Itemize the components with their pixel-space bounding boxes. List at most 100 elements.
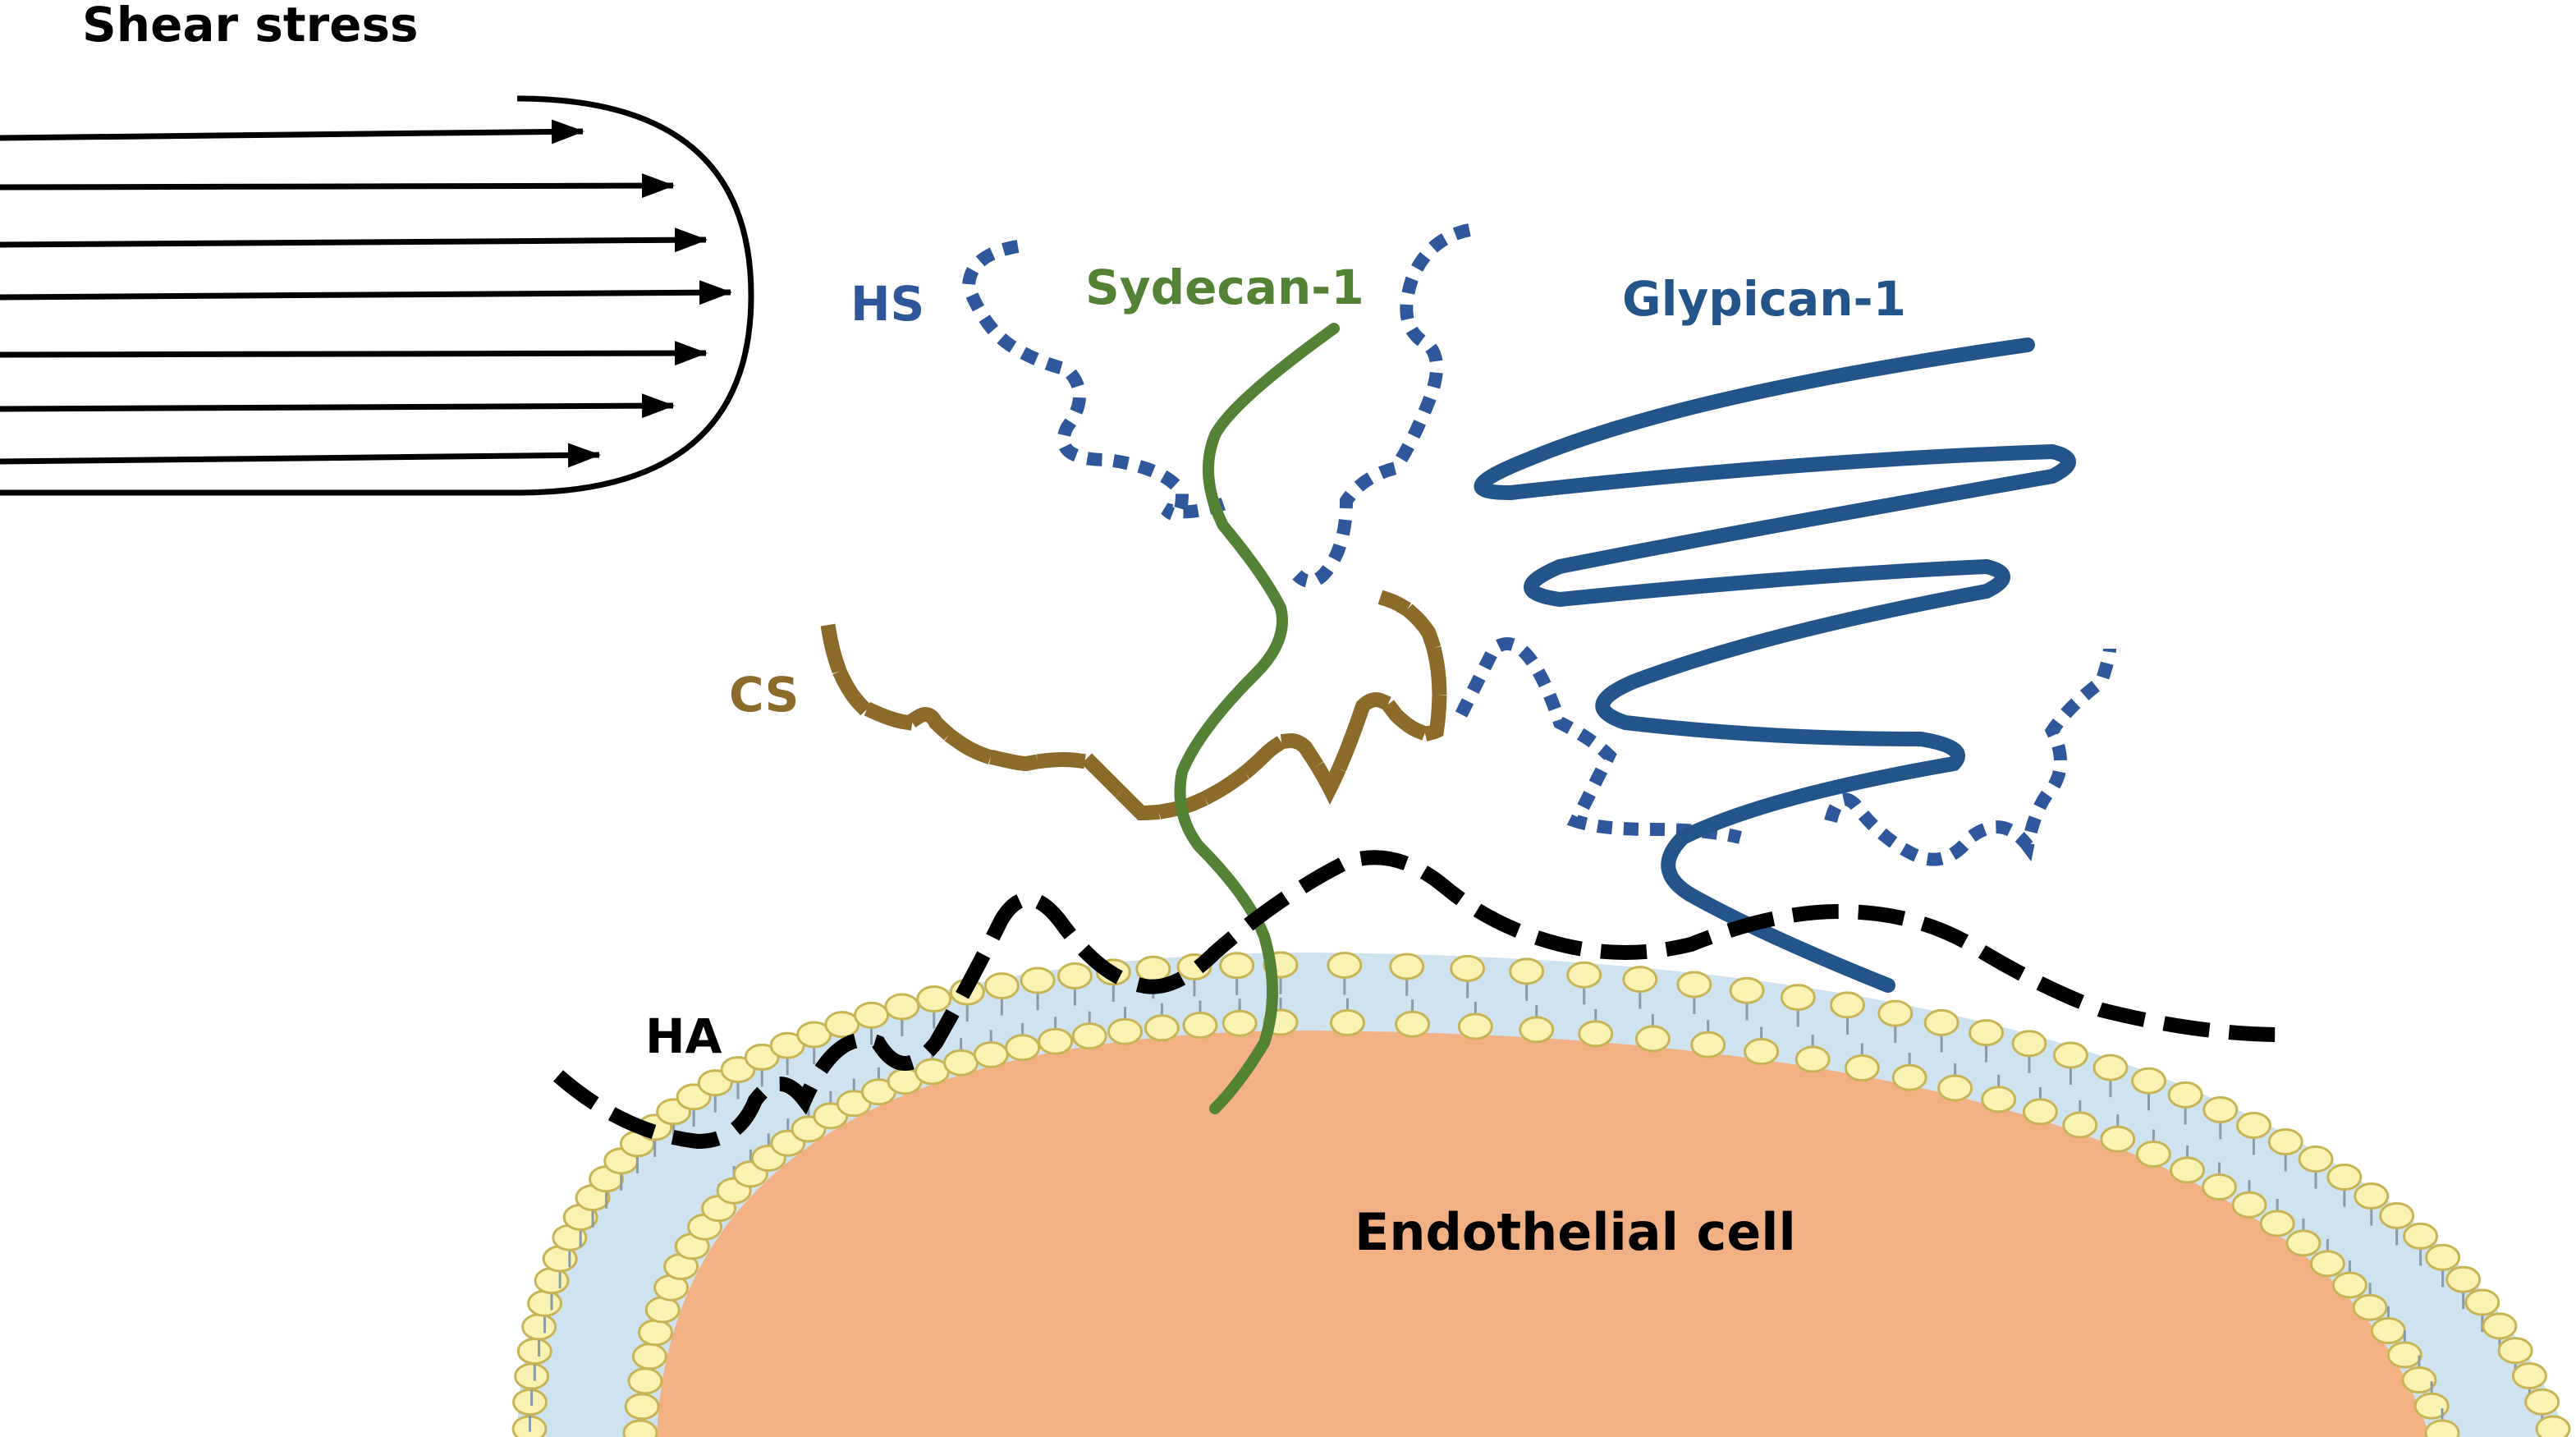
lipid-head xyxy=(1780,984,1816,1012)
lipid-head xyxy=(1327,951,1363,979)
lipid-head xyxy=(1690,1031,1726,1058)
lipid-head xyxy=(1071,1022,1107,1050)
cytoplasm xyxy=(657,1031,2430,1437)
membrane-inner-leaflet xyxy=(622,998,2460,1437)
lipid-head xyxy=(2535,1415,2571,1437)
lipid-head xyxy=(2331,1271,2367,1299)
lipid-head xyxy=(2092,1054,2129,1081)
lipid-head xyxy=(916,985,952,1013)
hs-label: HS xyxy=(850,276,924,332)
flow-arrow xyxy=(0,393,675,419)
lipid-head xyxy=(2401,1366,2437,1394)
lipid-head xyxy=(627,1367,663,1395)
shear-stress-label: Shear stress xyxy=(82,0,419,53)
lipid-head xyxy=(1389,953,1425,980)
lipid-head xyxy=(527,1289,563,1317)
lipid-head xyxy=(1222,1009,1258,1037)
lipid-head xyxy=(1676,971,1712,999)
endothelial-cell-label: Endothelial cell xyxy=(1354,1202,1796,1262)
flow-arrow xyxy=(0,119,584,145)
lipid-head xyxy=(1729,976,1765,1004)
lipid-head xyxy=(1457,1012,1493,1040)
lipid-head xyxy=(2445,1265,2482,1293)
lipid-head xyxy=(1020,966,1056,994)
flow-arrow xyxy=(0,341,708,366)
lipid-head xyxy=(2309,1250,2345,1278)
lipid-head xyxy=(2524,1388,2560,1416)
lipid-head xyxy=(1107,1017,1143,1045)
cs-chain xyxy=(820,590,1447,821)
lipid-head xyxy=(2062,1111,2098,1139)
lipid-head xyxy=(1038,1027,1074,1055)
glypican-1-core-protein xyxy=(1474,337,2076,993)
lipid-head xyxy=(1519,1016,1555,1044)
lipid-head xyxy=(2464,1288,2500,1316)
lipid-head xyxy=(2285,1229,2322,1257)
lipid-head xyxy=(1219,952,1255,980)
flow-arrow xyxy=(0,227,708,253)
lipid-head xyxy=(1395,1010,1431,1038)
glypican-1-label: Glypican-1 xyxy=(1622,271,1906,327)
lipid-head xyxy=(2497,1337,2533,1365)
lipid-head xyxy=(1005,1034,1041,1062)
flow-arrow xyxy=(0,173,675,199)
hs-chain-syndecan-2 xyxy=(1292,223,1471,588)
lipid-head xyxy=(644,1296,681,1324)
lipid-head xyxy=(1969,1019,2005,1047)
syndecan-1-core-protein xyxy=(1174,323,1340,1114)
lipid-head xyxy=(824,1011,860,1039)
lipid-head xyxy=(622,1419,658,1437)
lipid-head xyxy=(2326,1164,2363,1191)
lipid-head xyxy=(943,1049,979,1077)
lipid-head xyxy=(1329,1009,1365,1037)
lipid-head xyxy=(2131,1067,2166,1095)
lipid-head xyxy=(1829,991,1865,1019)
lipid-head xyxy=(720,1056,756,1084)
lipid-head xyxy=(1877,999,1914,1027)
lipid-head xyxy=(1622,966,1658,994)
lipid-head xyxy=(2231,1191,2267,1219)
lipid-head xyxy=(1891,1063,1927,1091)
lipid-head xyxy=(983,972,1020,1000)
lipid-head xyxy=(637,1319,673,1347)
lipid-head xyxy=(2511,1361,2547,1389)
lipid-head xyxy=(2011,1030,2047,1058)
membrane-outer-leaflet xyxy=(511,951,2571,1437)
flow-profile-curve xyxy=(0,95,754,496)
lipid-head xyxy=(1794,1045,1831,1073)
ha-label: HA xyxy=(645,1008,722,1064)
lipid-head xyxy=(1578,1020,1614,1048)
lipid-head xyxy=(1057,962,1093,989)
lipid-head xyxy=(1450,954,1486,982)
lipid-head xyxy=(2370,1317,2406,1345)
lipid-head xyxy=(516,1337,552,1365)
lipid-head xyxy=(2425,1243,2461,1271)
lipid-head xyxy=(2403,1222,2439,1250)
lipid-head xyxy=(2424,1419,2460,1437)
lipid-head xyxy=(2482,1312,2518,1340)
chondroitin-sulfate-chains xyxy=(820,590,1447,821)
hs-chain-syndecan xyxy=(961,240,1234,521)
hyaluronan-chain xyxy=(553,850,2283,1150)
lipid-head xyxy=(2259,1210,2295,1237)
lipid-head xyxy=(1634,1025,1671,1053)
lipid-head xyxy=(2100,1125,2136,1153)
lipid-head xyxy=(884,993,920,1021)
lipid-head xyxy=(2201,1173,2237,1201)
lipid-head xyxy=(514,1362,550,1390)
lipid-head xyxy=(2202,1095,2239,1123)
lipid-head xyxy=(1923,1008,1960,1036)
lipid-head xyxy=(2386,1341,2422,1369)
lipid-head xyxy=(2413,1392,2450,1420)
lipid-head xyxy=(2235,1112,2271,1140)
lipid-head xyxy=(512,1389,548,1416)
lipid-head xyxy=(2298,1145,2334,1173)
lipid-head xyxy=(1937,1074,1973,1102)
lipid-head xyxy=(2354,1182,2390,1210)
lipid-head xyxy=(2352,1293,2388,1321)
lipid-head xyxy=(624,1393,660,1421)
lipid-head xyxy=(2135,1141,2171,1168)
heparan-sulfate-chains xyxy=(961,223,2116,866)
lipid-head xyxy=(2052,1041,2088,1069)
